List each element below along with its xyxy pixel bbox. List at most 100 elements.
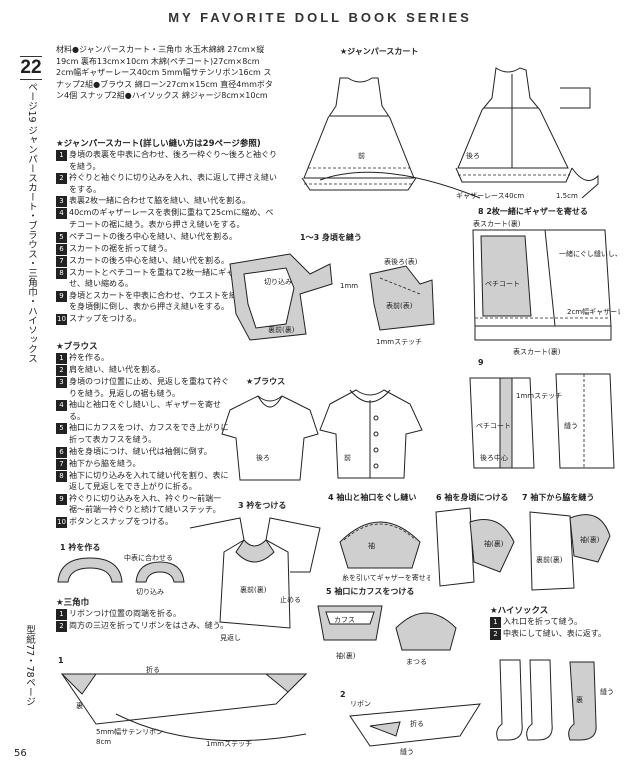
jumper-skirt-illustration: 前 後ろ ギャザーレース40cm 1.5cm — [301, 67, 599, 200]
step-number-badge: 3 — [56, 196, 67, 208]
step-text: ペチコートの後ろ中心を縫い、縫い代を割る。 — [69, 231, 237, 241]
step-number-badge: 4 — [56, 208, 67, 220]
step-text: 身頃のつけ位置に止め、見返しを重ねて衿ぐりを縫う。見返しの裾も縫う。 — [69, 377, 229, 398]
svg-text:裏: 裏 — [576, 695, 583, 704]
skirt-panel-right — [545, 229, 612, 327]
svg-text:表スカート(裏): 表スカート(裏) — [473, 219, 521, 228]
svg-text:裏: 裏 — [76, 701, 83, 710]
step-number-badge: 3 — [56, 377, 67, 388]
step-number-badge: 2 — [56, 365, 67, 376]
figure-9-label: 9 — [478, 358, 484, 367]
step-text: 袖を身頃につけ、縫い代は袖側に倒す。 — [69, 446, 212, 456]
svg-text:袖(裏): 袖(裏) — [580, 535, 600, 544]
blouse-back-outline — [221, 395, 319, 481]
svg-text:まつる: まつる — [406, 658, 427, 666]
blouse-illustration: 後ろ 前 — [221, 389, 423, 481]
triangle-scarf-step2: リボン 折る 縫う — [349, 700, 481, 756]
svg-text:縫う: 縫う — [600, 687, 614, 696]
svg-text:表スカート(裏): 表スカート(裏) — [513, 347, 561, 356]
svg-text:中表に合わせる: 中表に合わせる — [124, 553, 173, 562]
step-number-badge: 5 — [56, 423, 67, 435]
back-seam-illustration: ペチコート 1mmステッチ 後ろ中心 縫う — [469, 373, 615, 469]
figure-5-label: 5 袖口にカフスをつける — [326, 587, 415, 596]
step-text: 袖口にカフスをつけ、カフスをでき上がりに折って表カフスを縫う。 — [69, 423, 229, 444]
figure-8-label: 8 2枚一緒にギャザーを寄せる — [478, 207, 588, 216]
blouse-front-outline — [319, 389, 423, 479]
step-number-badge: 1 — [56, 150, 67, 161]
svg-text:1mm: 1mm — [340, 282, 358, 290]
step-number-badge: 9 — [56, 290, 67, 302]
step-number-badge: 7 — [56, 458, 67, 470]
petticoat-illustration: 表スカート(裏) ペチコート 一緒にぐし縫いし、ギャザーを寄せる 2cm幅ギャザ… — [472, 219, 620, 356]
lace-hem — [474, 326, 612, 341]
tri-fig-1-label: 1 — [58, 656, 64, 665]
svg-text:8cm: 8cm — [96, 738, 111, 746]
step-number-badge: 2 — [56, 621, 67, 632]
step-text: スナップをつける。 — [69, 313, 141, 323]
svg-text:折る: 折る — [410, 719, 424, 728]
svg-text:切り込み: 切り込み — [264, 277, 292, 286]
step-text: 衿ぐりに切り込みを入れ、衿ぐり〜前端一裾〜前端一衿ぐりと続けて縫いステッチ。 — [69, 493, 222, 515]
svg-text:縫う: 縫う — [400, 747, 414, 756]
step-text: スカートの裾を折って縫う。 — [69, 243, 173, 253]
step-number-badge: 1 — [56, 353, 67, 364]
sleeve-attach-illustration: 袖(裏) — [435, 507, 515, 587]
jumper-front-outline — [303, 77, 415, 179]
step-text: 中表にして縫い、表に返す。 — [503, 629, 606, 638]
svg-text:止める: 止める — [280, 595, 301, 604]
figure-6-label: 6 袖を身頃につける — [436, 493, 509, 502]
step-number-badge: 10 — [56, 313, 67, 325]
gather-lace-text: ギャザーレース40cm — [456, 192, 524, 200]
svg-text:糸を引いてギャザーを寄せる: 糸を引いてギャザーを寄せる — [342, 573, 430, 582]
collar-attach-illustration: 裏前(裏) 見返し 止める — [189, 517, 321, 642]
tri-fig-2-label: 2 — [340, 690, 346, 699]
jumper-back-text: 後ろ — [466, 151, 480, 160]
blouse-fig-1-label: 1 衿を作る — [60, 543, 101, 552]
svg-text:カフス: カフス — [334, 616, 355, 624]
svg-text:1mmステッチ: 1mmステッチ — [376, 338, 422, 346]
jumper-title: ★ジャンパースカート(詳しい縫い方は29ページ参照) — [56, 139, 261, 149]
step-text: 40cmのギャザーレースを表側に重ねて25cmに縮め、ペチコートの裾に縫う。表か… — [69, 208, 274, 229]
collar-illustration: 中表に合わせる 切り込み — [57, 553, 185, 596]
svg-text:裏前(裏): 裏前(裏) — [268, 325, 295, 334]
step-text: スカートとペチコートを重ねて2枚一緒にギャザーを寄せ、縫い縮める。 — [69, 267, 267, 289]
bodice-sewing-illustration: 切り込み 裏前(裏) 1mm 表後ろ(表) 表前(表) 1mmステッチ — [229, 253, 435, 346]
svg-text:リボン: リボン — [350, 700, 371, 708]
step-text: 衿ぐりと袖ぐりに切り込みを入れ、表に返して押さえ縫いをする。 — [69, 173, 277, 194]
sock-outline-3 — [568, 661, 597, 741]
step-text: 袖山と袖口をぐし縫いし、ギャザーを寄せる。 — [69, 400, 221, 421]
step-text: リボンつけ位置の両端を折る。 — [69, 609, 181, 618]
step-text: 身頃の表裏を中表に合わせ、後ろ一枠ぐり〜後ろと袖ぐりを縫う。 — [69, 150, 277, 171]
sidebar: 22 ページ19 ジャンパースカート・ブラウス・三角巾・ハイソックス — [20, 56, 42, 363]
svg-text:表後ろ(表): 表後ろ(表) — [384, 257, 418, 266]
socks-illustration: 裏 縫う — [496, 659, 614, 741]
svg-text:裏前(裏): 裏前(裏) — [536, 555, 563, 564]
step-text: ボタンとスナップをつける。 — [69, 516, 173, 526]
vertical-title: ページ19 ジャンパースカート・ブラウス・三角巾・ハイソックス — [26, 82, 37, 364]
svg-text:後ろ中心: 後ろ中心 — [480, 453, 508, 462]
series-title: MY FAVORITE DOLL BOOK SERIES — [168, 10, 472, 25]
step-number-badge: 6 — [56, 243, 67, 255]
svg-text:ペチコート: ペチコート — [485, 280, 520, 288]
step-text: 入れ口を折って縫う。 — [503, 617, 583, 626]
step-text: 袖下に切り込みを入れて縫い代を割り、表に返して見返しをでき上がりに折る。 — [69, 470, 229, 492]
